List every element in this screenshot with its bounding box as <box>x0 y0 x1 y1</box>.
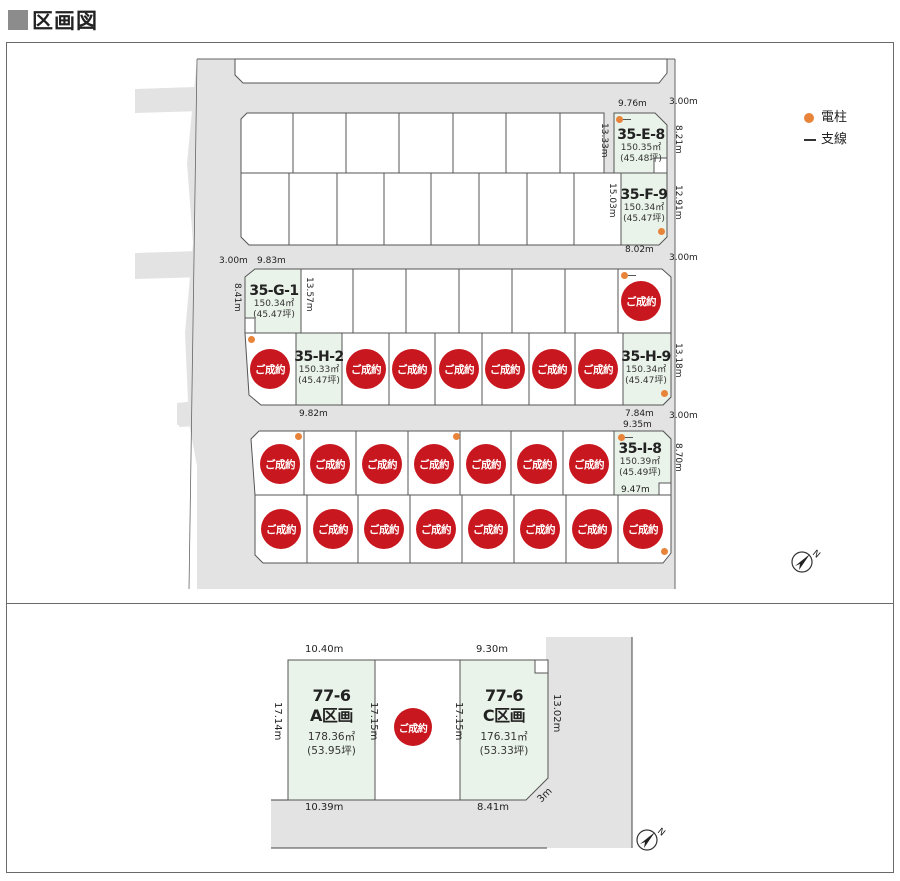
sold-badge: ご成約 <box>416 509 456 549</box>
guy-wire-icon <box>628 275 636 276</box>
sold-badge: ご成約 <box>394 708 432 746</box>
dim-c-bottom: 8.41m <box>477 802 510 813</box>
utility-pole-icon <box>618 434 625 441</box>
dim-g1-left: 8.41m <box>232 283 242 312</box>
lot-77-6-A[interactable]: 77-6 A区画 178.36㎡ (53.95坪) <box>307 686 356 757</box>
svg-text:N: N <box>655 827 667 839</box>
dim-e8-left: 13.33m <box>599 123 609 158</box>
dim-e8-corner: 3.00m <box>669 97 698 107</box>
sold-badge: ご成約 <box>569 444 609 484</box>
subdivision-map-bottom: N 77-6 A区画 178.36㎡ (53.95坪) 77-6 C区画 176… <box>6 603 894 873</box>
legend-pole: 電柱 <box>804 107 847 129</box>
svg-text:N: N <box>810 549 822 561</box>
dim-c-right: 13.02m <box>551 694 562 733</box>
map-drawing-bottom: N <box>271 637 667 851</box>
utility-pole-icon <box>804 113 814 123</box>
dim-g1-right: 13.57m <box>304 277 314 312</box>
dim-i8-right: 8.70m <box>673 443 683 472</box>
sold-badge: ご成約 <box>362 444 402 484</box>
sold-badge: ご成約 <box>346 349 386 389</box>
utility-pole-icon <box>295 433 302 440</box>
dim-f9-bottom: 8.02m <box>625 245 654 255</box>
dim-c-left: 17.15m <box>453 702 464 741</box>
lot-35-H-2[interactable]: 35-H-2 150.33㎡ (45.47坪) <box>294 349 344 386</box>
page-title: 区画図 <box>8 8 98 33</box>
legend-guy-wire: 支線 <box>804 129 847 151</box>
utility-pole-icon <box>658 228 665 235</box>
utility-pole-icon <box>248 336 255 343</box>
dim-e8-right: 8.21m <box>673 125 683 154</box>
sold-badge: ご成約 <box>313 509 353 549</box>
sold-badge: ご成約 <box>364 509 404 549</box>
dim-i8-top: 9.35m <box>623 420 652 430</box>
sold-badge: ご成約 <box>439 349 479 389</box>
title-square-icon <box>8 10 28 30</box>
guy-wire-icon <box>625 437 633 438</box>
lot-77-6-C[interactable]: 77-6 C区画 176.31㎡ (53.33坪) <box>479 686 529 757</box>
dim-f9-corner: 3.00m <box>669 253 698 263</box>
dim-h2-bottom: 9.82m <box>299 409 328 419</box>
sold-badge: ご成約 <box>250 349 290 389</box>
lot-35-F-9[interactable]: 35-F-9 150.34㎡ (45.47坪) <box>620 187 668 224</box>
dim-a-right: 17.15m <box>368 702 379 741</box>
utility-pole-icon <box>661 390 668 397</box>
guy-wire-icon <box>623 119 631 120</box>
sold-badge: ご成約 <box>520 509 560 549</box>
utility-pole-icon <box>453 433 460 440</box>
sold-badge: ご成約 <box>532 349 572 389</box>
utility-pole-icon <box>661 548 668 555</box>
sold-badge: ご成約 <box>517 444 557 484</box>
dim-f9-right: 12.91m <box>673 185 683 220</box>
dim-a-left: 17.14m <box>272 702 283 741</box>
dim-g1-top: 9.83m <box>257 256 286 266</box>
lot-35-I-8[interactable]: 35-I-8 150.39㎡ (45.49坪) <box>618 441 662 478</box>
dim-h9-right: 13.18m <box>673 343 683 378</box>
sold-badge: ご成約 <box>572 509 612 549</box>
dim-h9-bottom: 7.84m <box>625 409 654 419</box>
sold-badge: ご成約 <box>485 349 525 389</box>
dim-c-top: 9.30m <box>476 644 509 655</box>
sold-badge: ご成約 <box>260 444 300 484</box>
sold-badge: ご成約 <box>392 349 432 389</box>
lot-35-H-9[interactable]: 35-H-9 150.34㎡ (45.47坪) <box>621 349 671 386</box>
legend: 電柱 支線 <box>804 107 847 151</box>
dim-a-bottom: 10.39m <box>305 802 344 813</box>
sold-badge: ご成約 <box>310 444 350 484</box>
dim-i8-inner: 9.47m <box>621 485 650 495</box>
utility-pole-icon <box>621 272 628 279</box>
dim-h9-corner: 3.00m <box>669 411 698 421</box>
sold-badge: ご成約 <box>578 349 618 389</box>
guy-wire-icon <box>804 139 816 141</box>
lot-35-E-8[interactable]: 35-E-8 150.35㎡ (45.48坪) <box>617 127 665 164</box>
sold-badge: ご成約 <box>414 444 454 484</box>
subdivision-map-top: N 電柱 支線 35-E-8 150.35㎡ (45.48坪) 35-F-9 1… <box>6 42 894 605</box>
dim-a-top: 10.40m <box>305 644 344 655</box>
utility-pole-icon <box>616 116 623 123</box>
dim-e8-top: 9.76m <box>618 99 647 109</box>
sold-badge: ご成約 <box>468 509 508 549</box>
sold-badge: ご成約 <box>621 281 661 321</box>
sold-badge: ご成約 <box>466 444 506 484</box>
dim-f9-left: 15.03m <box>607 183 617 218</box>
sold-badge: ご成約 <box>623 509 663 549</box>
lot-35-G-1[interactable]: 35-G-1 150.34㎡ (45.47坪) <box>249 283 299 320</box>
dim-g1-corner: 3.00m <box>219 256 248 266</box>
sold-badge: ご成約 <box>261 509 301 549</box>
